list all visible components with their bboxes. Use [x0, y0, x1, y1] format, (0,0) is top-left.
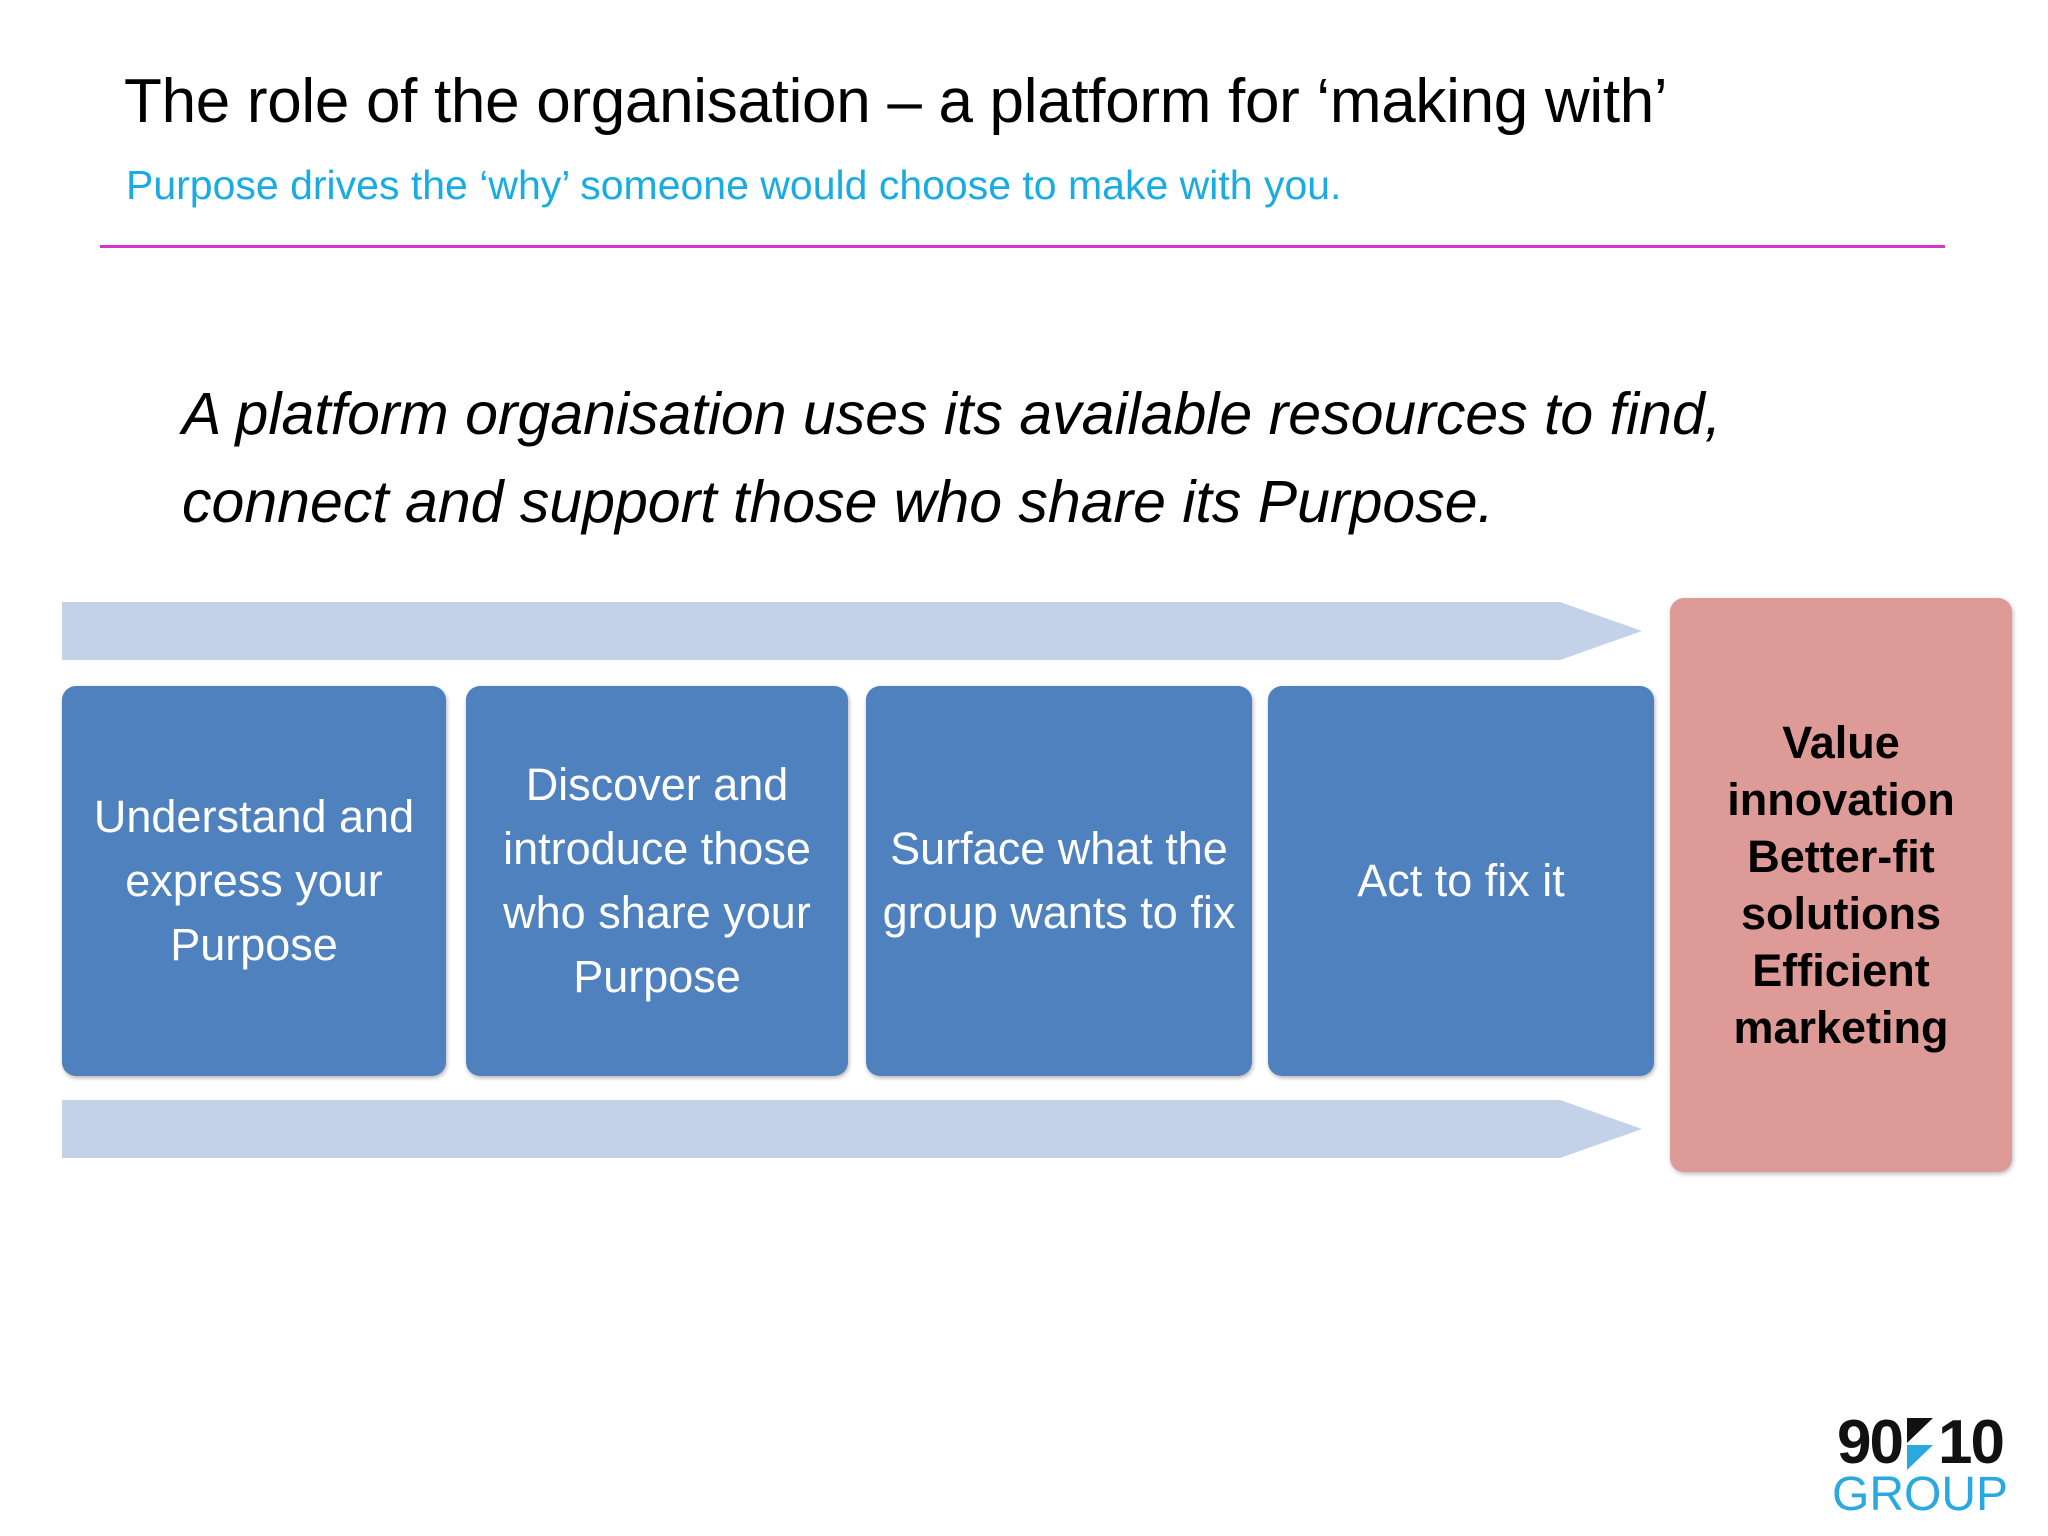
process-stage-box-4[interactable]: Act to fix it [1268, 686, 1654, 1076]
process-stage-label-2: Discover and introduce those who share y… [503, 759, 811, 1002]
page-subtitle: Purpose drives the ‘why’ someone would c… [126, 162, 1342, 208]
process-stage-box-1[interactable]: Understand and express your Purpose [62, 686, 446, 1076]
logo-number-right: 10 [1938, 1408, 2005, 1477]
outcome-label: Value innovation Better-fit solutions Ef… [1727, 717, 1955, 1053]
logo-number-left: 90 [1837, 1408, 1904, 1477]
process-stage-label-3: Surface what the group wants to fix [882, 823, 1236, 938]
logo-wordmark: 90 10 [1812, 1408, 2028, 1478]
logo-group-word: GROUP [1831, 1468, 2008, 1521]
process-stage-box-3[interactable]: Surface what the group wants to fix [866, 686, 1252, 1076]
process-stage-box-2[interactable]: Discover and introduce those who share y… [466, 686, 848, 1076]
brand-logo: 90 10 GROUP [1812, 1408, 2028, 1526]
lead-statement: A platform organisation uses its availab… [182, 381, 1722, 535]
header-divider-rule [100, 245, 1945, 248]
flow-arrow-bottom-icon [62, 1098, 1642, 1160]
logo-play-mark-icon [1907, 1418, 1933, 1470]
outcome-box[interactable]: Value innovation Better-fit solutions Ef… [1670, 598, 2012, 1172]
process-stage-label-1: Understand and express your Purpose [93, 791, 415, 970]
flow-arrow-top-icon [62, 600, 1642, 662]
page-title: The role of the organisation – a platfor… [124, 67, 1668, 136]
process-stage-label-4: Act to fix it [1357, 855, 1565, 906]
